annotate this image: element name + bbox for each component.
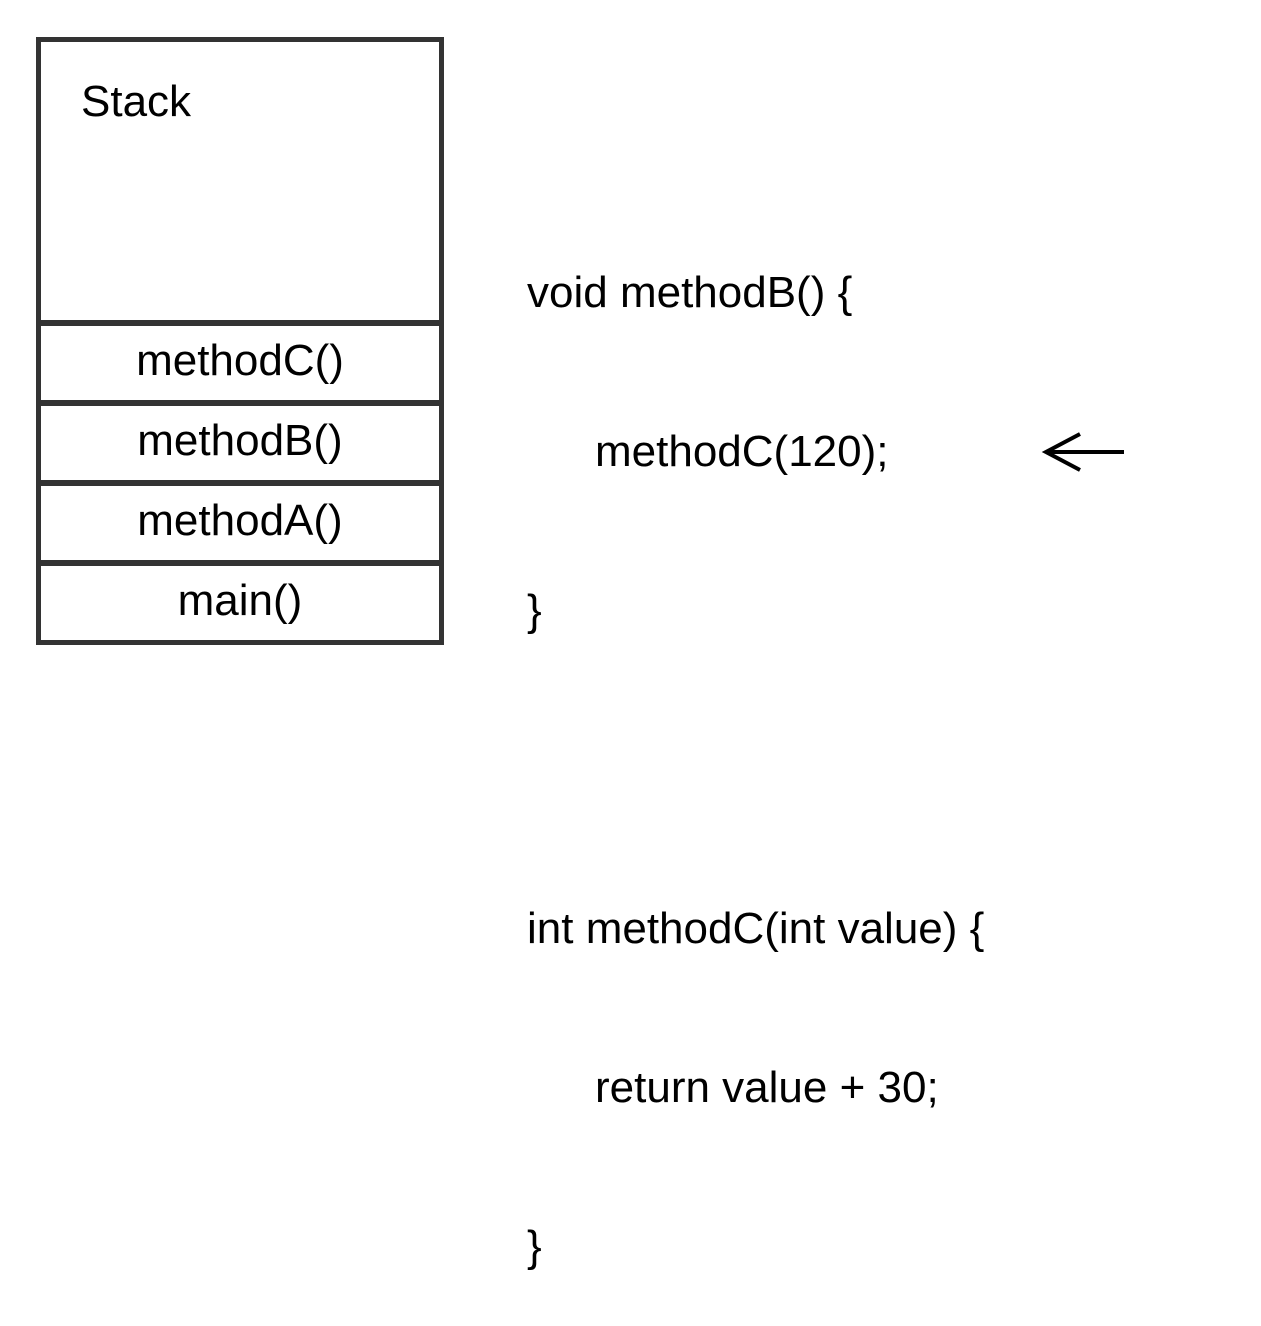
stack-frame-methodC: methodC(): [41, 320, 439, 396]
stack-frame-main: main(): [41, 560, 439, 636]
stack-frame-methodA: methodA(): [41, 480, 439, 556]
code-line-current: return value + 30;: [595, 1063, 939, 1112]
code-line-blank: [527, 743, 984, 796]
call-stack: Stack methodC() methodB() methodA() main…: [36, 37, 444, 645]
code-line: }: [527, 1222, 542, 1271]
stack-frame-methodB: methodB(): [41, 400, 439, 476]
code-line: methodC(120);: [595, 427, 889, 476]
code-line: void methodB() {: [527, 268, 853, 317]
code-line: }: [527, 586, 542, 635]
code-line: int methodC(int value) {: [527, 904, 985, 953]
left-arrow-icon: [1040, 430, 1130, 479]
stack-title: Stack: [81, 77, 192, 126]
code-listing: void methodB() { methodC(120); } int met…: [527, 160, 984, 1326]
